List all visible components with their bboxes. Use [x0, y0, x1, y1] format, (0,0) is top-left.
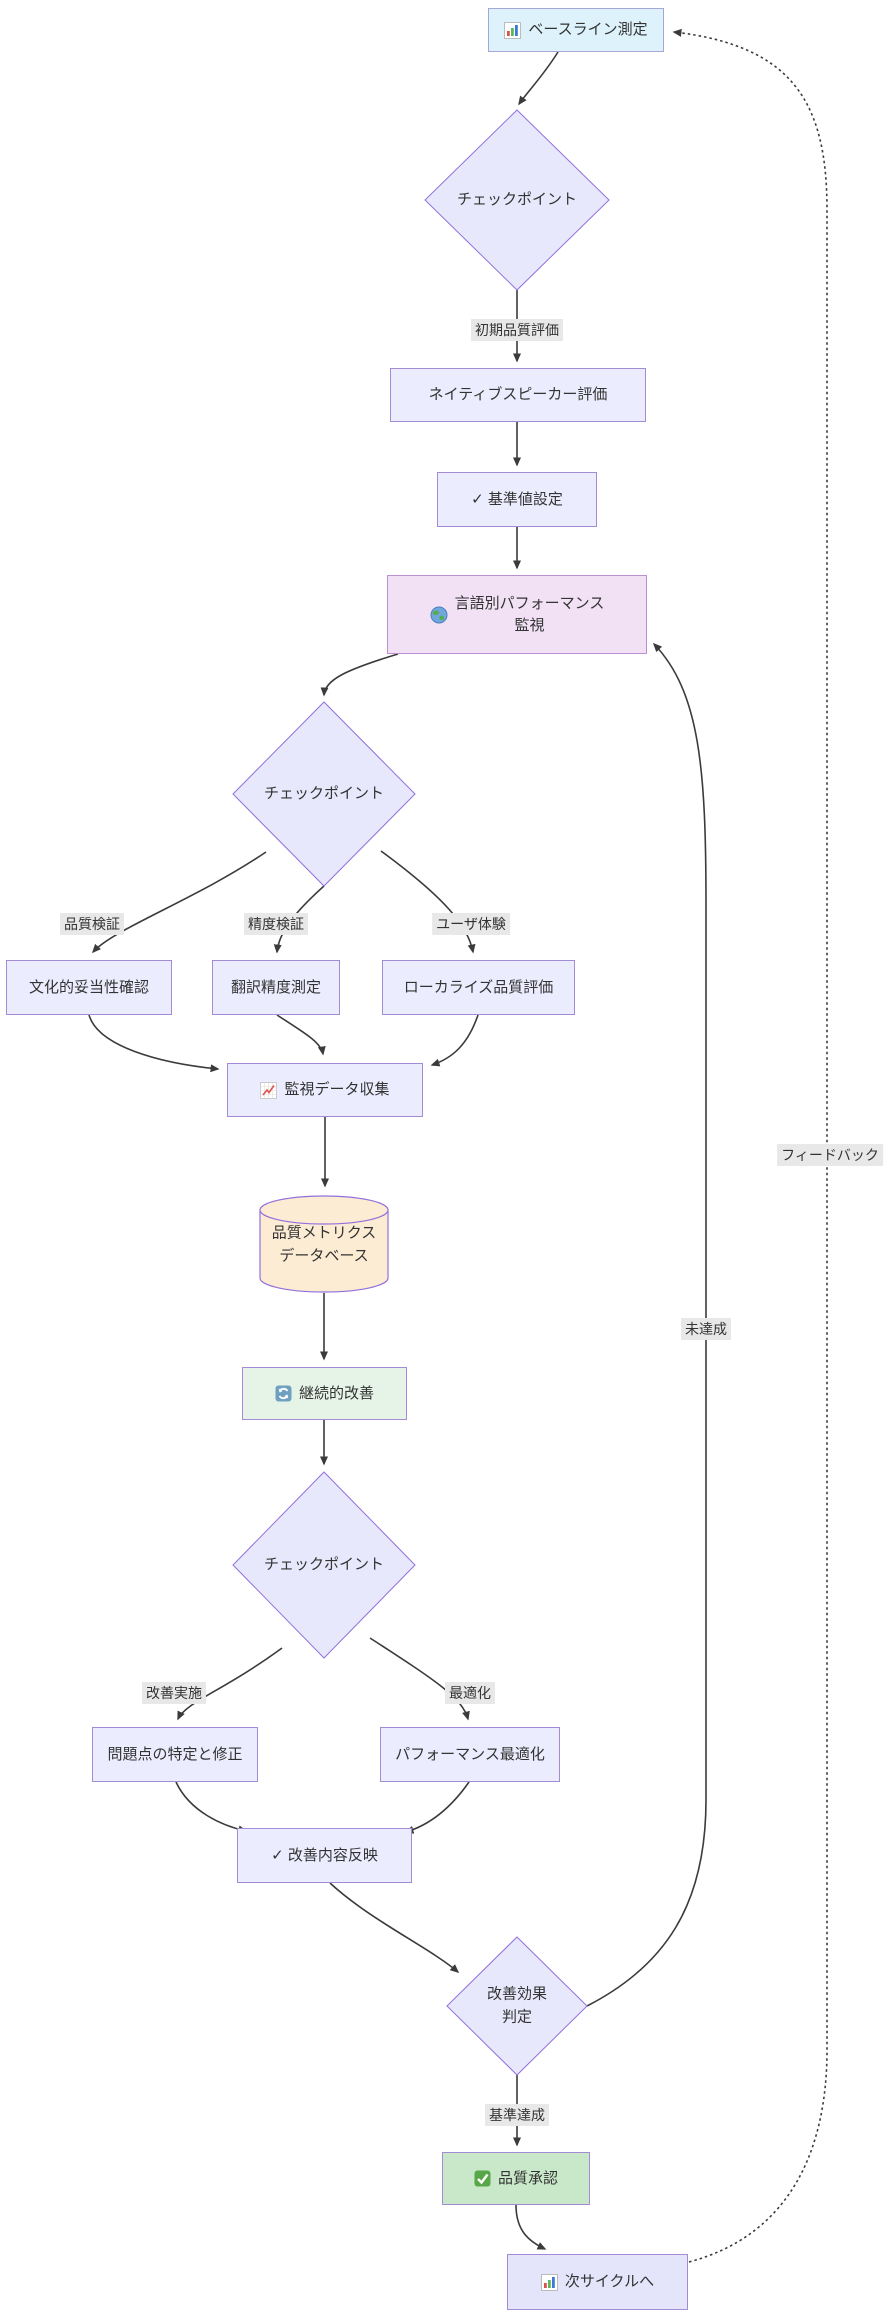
node-improvement-label: 継続的改善 [298, 1384, 374, 1402]
database-cylinder-body [259, 1210, 389, 1293]
edge-label-initial-eval: 初期品質評価 [471, 319, 563, 341]
edges [88, 28, 828, 2263]
edge-baseline-to-checkpoint1 [518, 51, 559, 106]
node-fix: 問題点の特定と修正 [92, 1727, 258, 1782]
node-perf-monitor-label: 言語別パフォーマンス 監視 [454, 594, 605, 634]
node-baseline-set-label: ✓ 基準値設定 [471, 490, 563, 508]
node-fix-label: 問題点の特定と修正 [107, 1745, 243, 1763]
node-improvement: 継続的改善 [242, 1367, 407, 1420]
node-accuracy: 翻訳精度測定 [212, 960, 340, 1015]
checkpoint2-diamond [232, 701, 416, 887]
node-collection-label: 監視データ収集 [284, 1081, 390, 1099]
node-checkpoint2-label: チェックポイント [263, 784, 385, 802]
check-mark-button-icon [474, 2170, 491, 2187]
node-checkpoint1-label: チェックポイント [456, 190, 578, 208]
edge-checkpoint3-to-optimize [369, 1637, 470, 1721]
edge-optimize-to-apply [404, 1781, 470, 1834]
edge-checkpoint3-to-fix [177, 1647, 283, 1721]
checkpoint3-diamond [232, 1471, 416, 1659]
node-localization: ローカライズ品質評価 [382, 960, 575, 1015]
edge-label-not-met: 未達成 [681, 1318, 731, 1340]
node-localization-label: ローカライズ品質評価 [403, 978, 554, 996]
edge-not-met-return [586, 642, 707, 2007]
node-baseline-set: ✓ 基準値設定 [437, 472, 597, 527]
node-accuracy-label: 翻訳精度測定 [230, 978, 321, 996]
checkpoint1-diamond [424, 109, 610, 291]
counterclockwise-arrows-icon [275, 1385, 292, 1402]
chart-increasing-icon [260, 1081, 278, 1099]
edge-checkpoint2-to-cultural [91, 851, 267, 954]
node-optimize: パフォーマンス最適化 [380, 1727, 560, 1782]
decision-shapes [232, 109, 610, 2076]
database-cylinder-top [259, 1195, 389, 1225]
globe-icon [430, 606, 448, 624]
edge-localization-to-collection [430, 1014, 479, 1067]
edge-monitor-to-checkpoint2 [320, 653, 399, 697]
bar-chart-icon [504, 21, 522, 39]
node-approval: 品質承認 [442, 2152, 590, 2205]
edge-checkpoint2-to-localization [380, 850, 476, 954]
bar-chart-icon [540, 2273, 558, 2291]
node-checkpoint3-label: チェックポイント [263, 1555, 385, 1573]
node-optimize-label: パフォーマンス最適化 [395, 1745, 545, 1763]
node-apply-label: ✓ 改善内容反映 [271, 1846, 378, 1864]
edge-label-user-experience: ユーザ体験 [432, 913, 510, 935]
judgment-diamond [446, 1936, 588, 2076]
node-cultural-label: 文化的妥当性確認 [28, 978, 149, 996]
node-baseline-label: ベースライン測定 [528, 21, 648, 39]
edge-accuracy-to-collection [276, 1014, 326, 1056]
edge-apply-to-judgment [329, 1882, 460, 1973]
edge-approval-to-next-cycle [515, 2204, 547, 2250]
node-next-cycle-label: 次サイクルへ [564, 2273, 655, 2291]
edge-label-optimization: 最適化 [445, 1682, 495, 1704]
node-native-eval: ネイティブスピーカー評価 [390, 368, 646, 422]
edge-label-improve-exec: 改善実施 [142, 1682, 206, 1704]
edge-label-criteria-met: 基準達成 [485, 2104, 549, 2126]
node-next-cycle: 次サイクルへ [507, 2254, 688, 2310]
database-cylinder [259, 1195, 389, 1293]
edge-cultural-to-collection [88, 1014, 220, 1073]
edge-feedback-return [672, 28, 828, 2263]
node-approval-label: 品質承認 [497, 2169, 558, 2187]
node-apply: ✓ 改善内容反映 [237, 1828, 412, 1883]
edge-label-feedback: フィードバック [777, 1144, 883, 1166]
edge-label-quality-check: 品質検証 [60, 913, 124, 935]
node-cultural: 文化的妥当性確認 [6, 960, 172, 1015]
edge-fix-to-apply [175, 1781, 248, 1834]
node-perf-monitor: 言語別パフォーマンス 監視 [387, 575, 647, 654]
edge-label-accuracy-check: 精度検証 [244, 913, 308, 935]
node-collection: 監視データ収集 [227, 1063, 423, 1117]
node-database-label: 品質メトリクス データベース [271, 1224, 377, 1265]
node-native-eval-label: ネイティブスピーカー評価 [428, 386, 608, 404]
node-baseline: ベースライン測定 [488, 8, 664, 52]
node-judgment-label: 改善効果 判定 [486, 1985, 548, 2026]
